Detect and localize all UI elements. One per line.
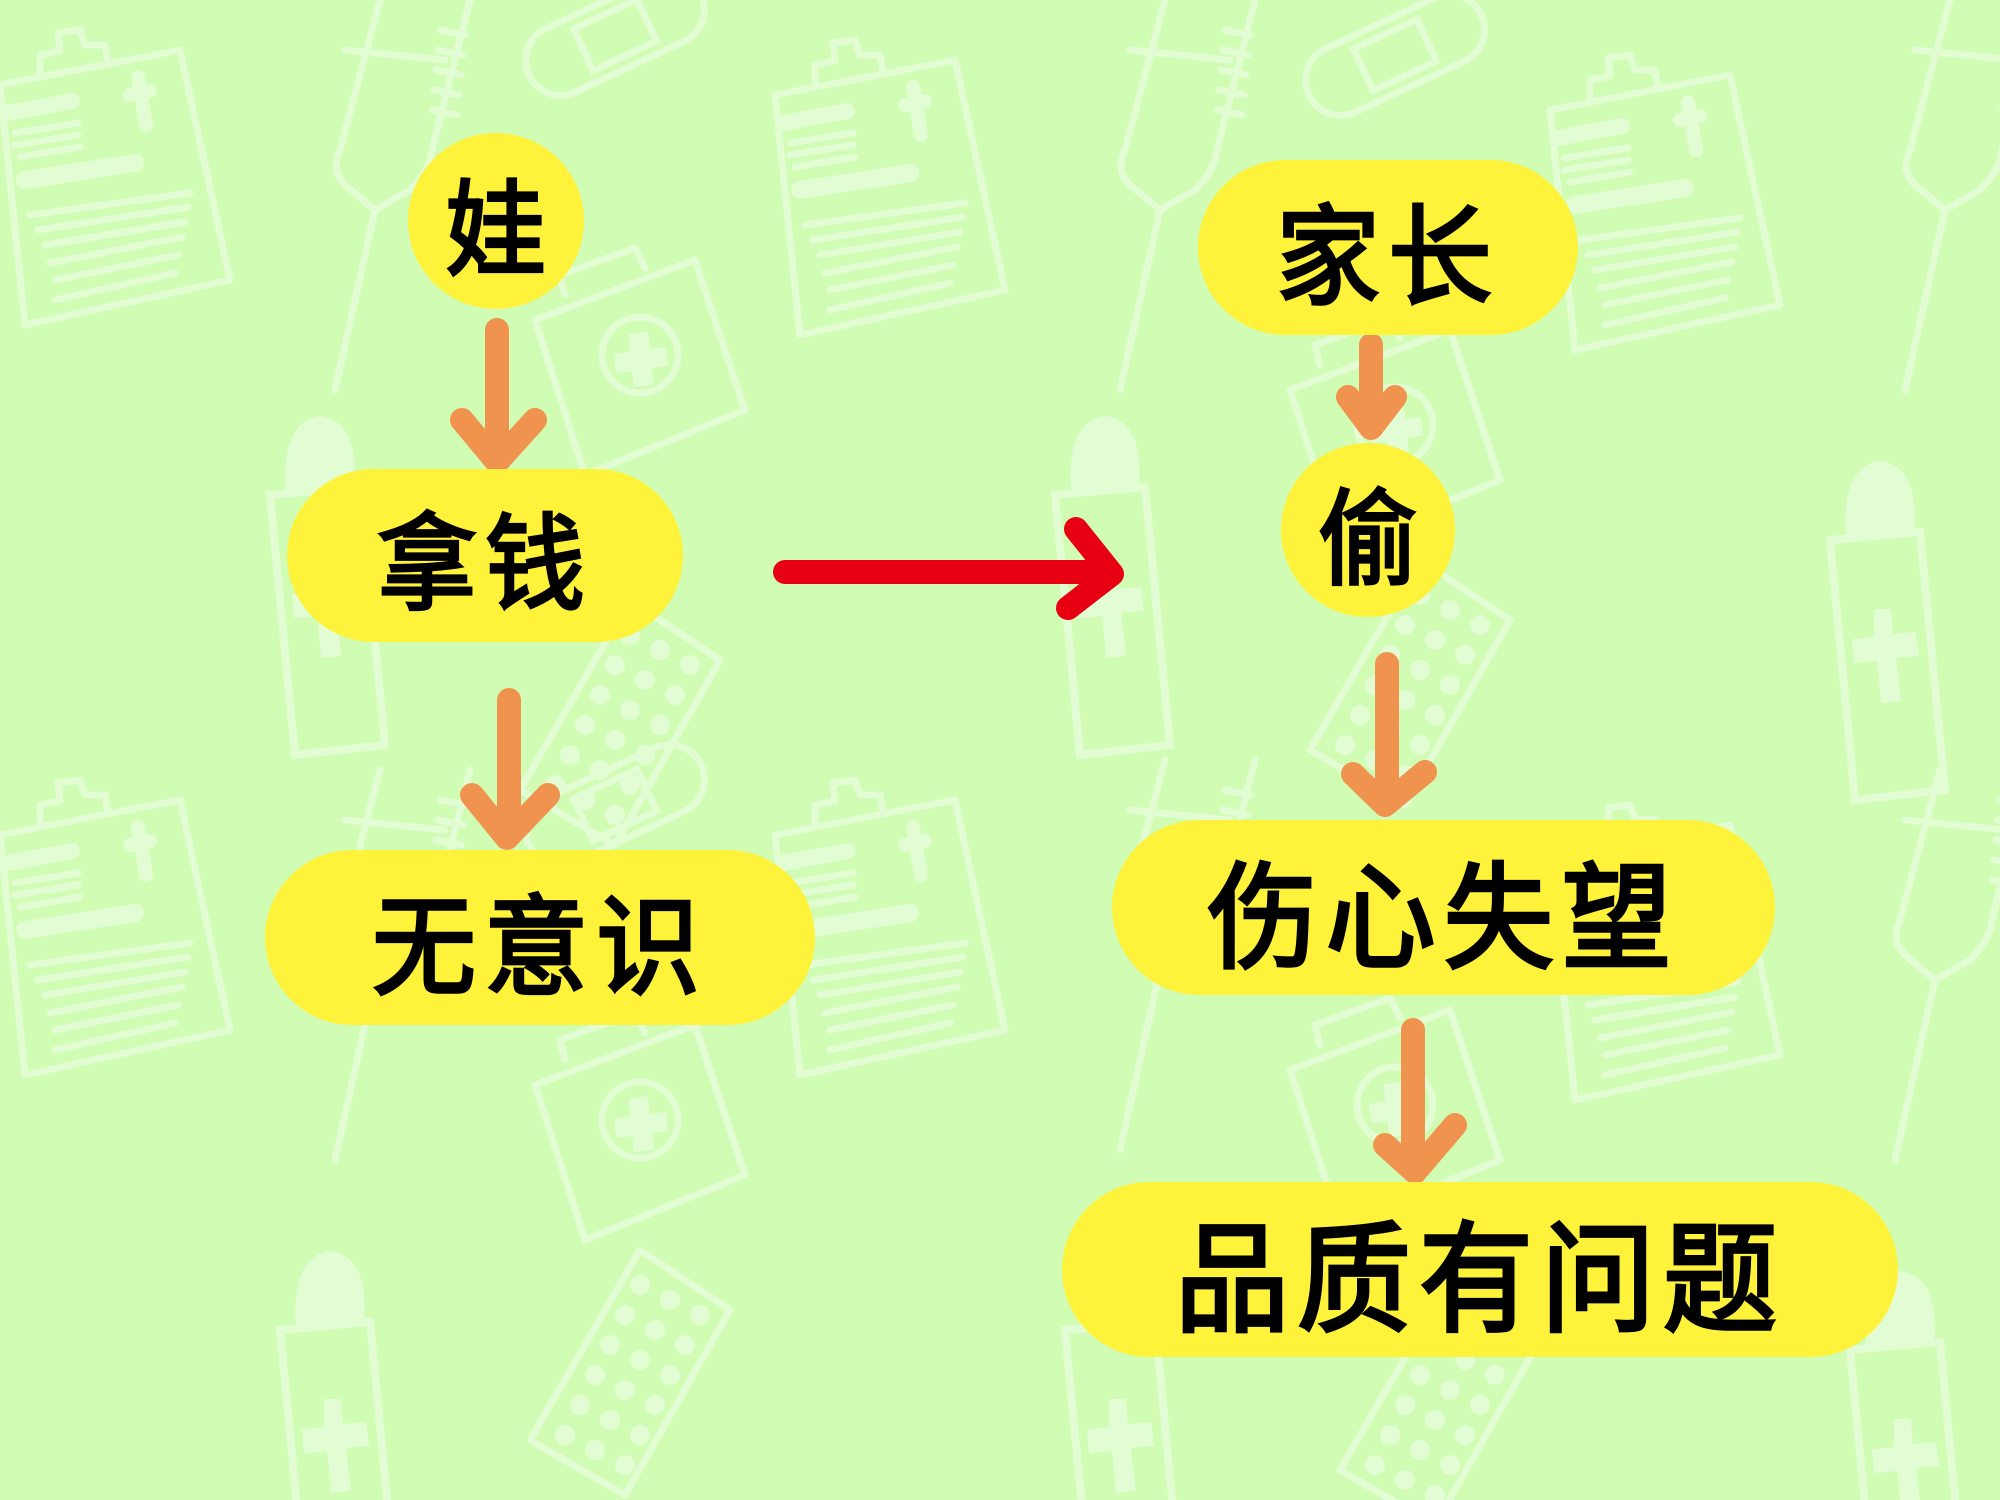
arrow-down-icon — [1341, 652, 1437, 817]
node-pin-zhi-you-wen-ti: 品质有问题 — [1062, 1182, 1898, 1357]
node-wa: 娃 — [408, 133, 584, 309]
arrow-down-icon — [1336, 333, 1407, 440]
arrow-down-icon — [460, 688, 560, 850]
arrow-right-icon — [773, 517, 1124, 620]
node-label: 娃 — [446, 169, 546, 292]
node-label: 拿钱 — [377, 503, 593, 627]
node-label: 偷 — [1318, 478, 1418, 601]
node-wu-yi-shi: 无意识 — [265, 850, 815, 1025]
node-label: 品质有问题 — [1174, 1210, 1785, 1350]
node-label: 无意识 — [371, 883, 708, 1012]
node-label: 家长 — [1275, 193, 1500, 322]
node-label: 伤心失望 — [1207, 850, 1680, 986]
node-tou: 偷 — [1281, 443, 1455, 617]
arrow-down-icon — [1373, 1018, 1467, 1184]
node-na-qian: 拿钱 — [287, 469, 683, 642]
node-shang-xin-shi-wang: 伤心失望 — [1112, 820, 1775, 995]
arrow-down-icon — [450, 318, 547, 474]
node-jia-zhang: 家长 — [1198, 160, 1578, 335]
